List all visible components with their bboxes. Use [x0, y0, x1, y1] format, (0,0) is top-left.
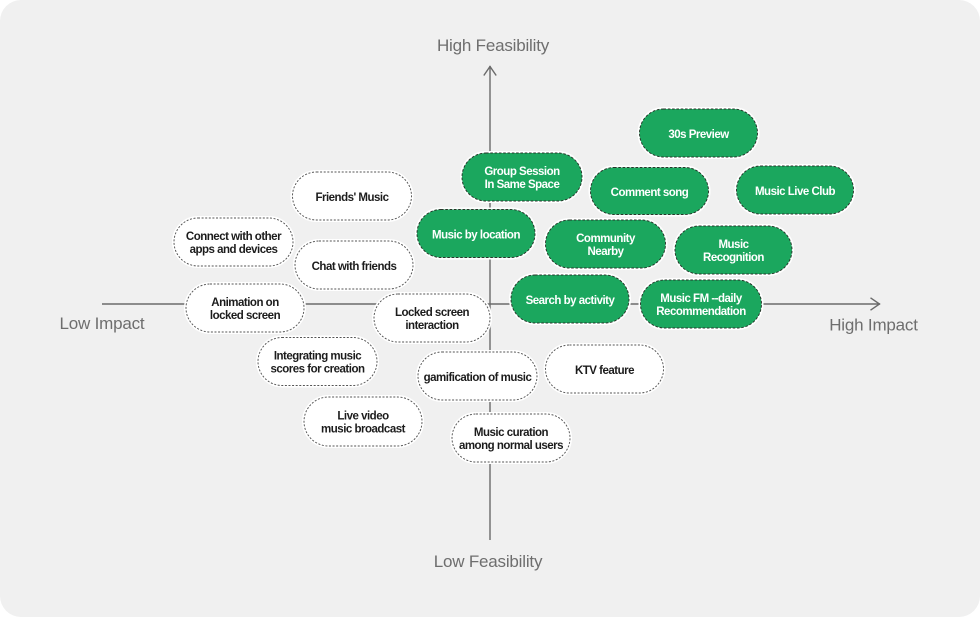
svg-text:Nearby: Nearby	[588, 246, 625, 258]
svg-text:Recommendation: Recommendation	[656, 306, 746, 318]
svg-text:Low Feasibility: Low Feasibility	[434, 552, 543, 571]
svg-text:Locked screen: Locked screen	[395, 307, 470, 319]
svg-text:Music: Music	[718, 239, 749, 251]
svg-text:apps and devices: apps and devices	[190, 244, 278, 256]
svg-text:High Feasibility: High Feasibility	[437, 36, 550, 55]
svg-text:Recognition: Recognition	[703, 252, 764, 264]
svg-text:Music by location: Music by location	[432, 229, 520, 241]
svg-text:Music FM --daily: Music FM --daily	[660, 293, 743, 305]
svg-text:Live video: Live video	[337, 411, 389, 423]
svg-text:locked screen: locked screen	[210, 310, 281, 322]
svg-text:Chat with friends: Chat with friends	[312, 261, 397, 273]
svg-text:Animation on: Animation on	[211, 297, 279, 309]
svg-text:Comment song: Comment song	[611, 187, 689, 199]
svg-text:Group Session: Group Session	[484, 166, 560, 178]
svg-text:Integrating music: Integrating music	[274, 351, 362, 363]
svg-text:Music curation: Music curation	[474, 427, 549, 439]
svg-text:Low Impact: Low Impact	[60, 314, 145, 333]
svg-text:Connect with other: Connect with other	[186, 231, 282, 243]
svg-text:Friends' Music: Friends' Music	[315, 192, 389, 204]
svg-text:In Same Space: In Same Space	[485, 179, 560, 191]
svg-text:High Impact: High Impact	[829, 316, 918, 335]
svg-text:gamification of music: gamification of music	[424, 372, 533, 384]
svg-text:30s Preview: 30s Preview	[668, 129, 729, 141]
svg-text:Community: Community	[576, 233, 636, 245]
svg-text:among normal users: among normal users	[459, 440, 563, 452]
svg-text:interaction: interaction	[405, 320, 459, 332]
svg-text:Search by activity: Search by activity	[526, 295, 616, 307]
svg-text:KTV feature: KTV feature	[575, 365, 634, 377]
svg-text:scores for creation: scores for creation	[270, 363, 365, 375]
svg-text:Music Live Club: Music Live Club	[755, 186, 836, 198]
svg-text:music broadcast: music broadcast	[321, 423, 406, 435]
